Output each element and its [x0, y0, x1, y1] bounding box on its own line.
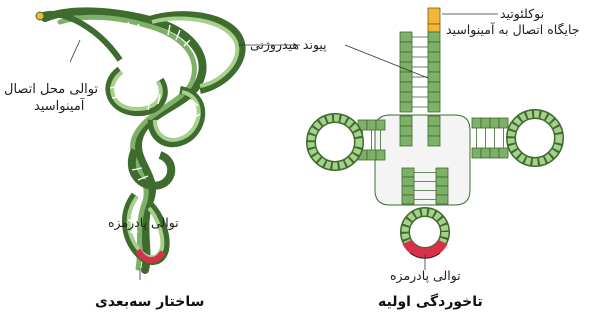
- base-block: [402, 195, 414, 204]
- leader-hbond: [345, 45, 428, 78]
- base-block: [428, 82, 440, 92]
- base-block: [436, 186, 448, 195]
- base-block: [400, 116, 412, 126]
- caption-3d: ساختار سه‌بعدی: [95, 294, 204, 310]
- base-block: [472, 118, 481, 128]
- label-aa-seq-1: توالی محل اتصال: [4, 82, 98, 97]
- base-block: [490, 148, 499, 158]
- base-block: [400, 32, 412, 42]
- base-block: [428, 102, 440, 112]
- label-anticodon-right: توالی پادرمزه: [390, 268, 461, 283]
- base-block: [436, 195, 448, 204]
- base-block: [428, 52, 440, 62]
- label-aa-seq-2: آمینواسید: [34, 99, 84, 114]
- acceptor-tip: [36, 12, 44, 20]
- label-aa-site: جایگاه اتصال به آمینواسید: [446, 22, 580, 37]
- tpsi-arm: [472, 118, 508, 158]
- base-block: [376, 120, 385, 130]
- base-block: [400, 82, 412, 92]
- base-block: [400, 72, 412, 82]
- base-block: [481, 118, 490, 128]
- base-block: [428, 62, 440, 72]
- base-block: [499, 118, 508, 128]
- base-block: [428, 136, 440, 146]
- caption-cloverleaf: تاخوردگی اولیه: [378, 294, 483, 310]
- cloverleaf-core: [375, 115, 470, 205]
- base-block: [481, 148, 490, 158]
- base-block: [400, 136, 412, 146]
- base-block: [376, 150, 385, 160]
- base-block: [472, 148, 481, 158]
- base-block: [367, 120, 376, 130]
- base-block: [428, 72, 440, 82]
- label-nucleotide: نوکلئوتید: [500, 6, 544, 21]
- base-block: [428, 126, 440, 136]
- base-block: [428, 92, 440, 102]
- base-block: [402, 186, 414, 195]
- base-block: [400, 52, 412, 62]
- acceptor-arm: [40, 14, 120, 60]
- base-block: [402, 168, 414, 177]
- base-block: [400, 92, 412, 102]
- trna-3d-structure: [36, 11, 242, 270]
- base-block: [400, 42, 412, 52]
- base-block: [428, 42, 440, 52]
- base-block: [490, 118, 499, 128]
- leader-aa-seq: [70, 40, 80, 62]
- base-block: [400, 126, 412, 136]
- base-block: [400, 102, 412, 112]
- base-block: [436, 177, 448, 186]
- base-block: [436, 168, 448, 177]
- label-hbond: پیوند هیدروژنی: [250, 37, 327, 52]
- base-block: [367, 150, 376, 160]
- base-block: [499, 148, 508, 158]
- base-block: [428, 32, 440, 42]
- base-block: [428, 116, 440, 126]
- base-block: [402, 177, 414, 186]
- label-anticodon-left: توالی پادرمزه: [108, 215, 179, 230]
- trna-cloverleaf: [311, 8, 559, 258]
